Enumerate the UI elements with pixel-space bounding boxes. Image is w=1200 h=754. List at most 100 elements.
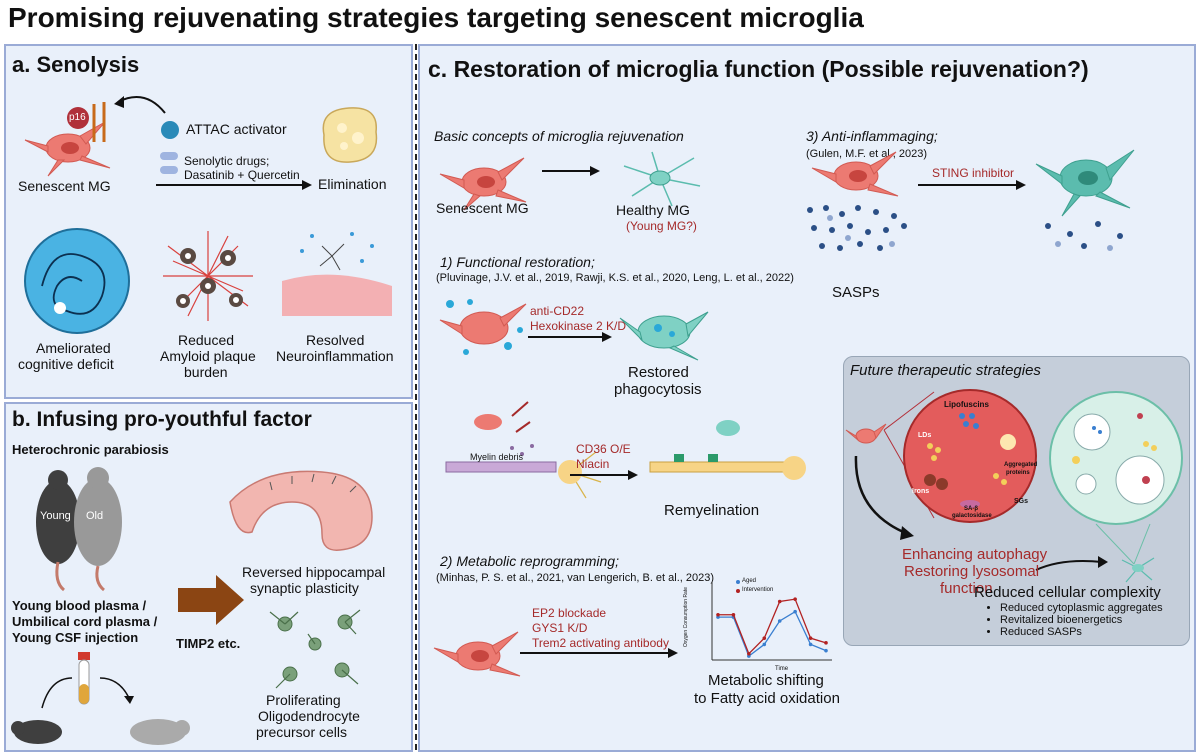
reduced-complexity-label: Reduced cellular complexity [974, 584, 1161, 601]
ocr-line-chart [711, 580, 832, 661]
anti-cd22-label: anti-CD22 [530, 304, 585, 318]
s2-title: 2) Metabolic reprogramming; [440, 553, 619, 569]
arrow-to-reduced [1035, 556, 1108, 571]
attac-label: ATTAC activator [186, 121, 287, 137]
blood-tube-icon [78, 652, 90, 705]
series-1-point-4 [777, 599, 782, 604]
sasp-dots-icon [807, 205, 907, 251]
panel-a-title: a. Senolysis [12, 52, 140, 77]
opc-cells-icon [269, 609, 361, 689]
trem2-label: Trem2 activating antibody [532, 636, 669, 650]
bullet-list: Reduced cytoplasmic aggregates Revitaliz… [986, 602, 1163, 638]
series-0-point-7 [824, 648, 828, 653]
gys1-label: GYS1 K/D [532, 621, 588, 635]
chart-xlabel: Time [775, 666, 789, 672]
p16-label: p16 [69, 112, 86, 123]
restored-line-1: Restored [628, 364, 689, 381]
curved-arrow-future [854, 455, 914, 540]
elimination-label: Elimination [318, 176, 387, 192]
sting-label: STING inhibitor [932, 166, 1015, 180]
series-1-point-6 [808, 636, 813, 640]
attac-activator-icon [161, 121, 179, 139]
irons-label: Irons [912, 488, 930, 495]
young-label: Young [40, 510, 71, 522]
rejuvenated-mg-icon [1035, 149, 1135, 217]
opc-line-2: Oligodendrocyte [258, 708, 360, 724]
outcome-2-line-2: Amyloid plaque [160, 348, 256, 364]
remyelination-label: Remyelination [664, 502, 760, 519]
hippo-line-1: Reversed hippocampal [242, 564, 386, 580]
p16-receptor-icon [67, 102, 106, 142]
old-label: Old [86, 510, 104, 522]
arrow-phago [528, 332, 612, 342]
arrow-metabolic [520, 648, 678, 658]
outcome-2-line-1: Reduced [178, 332, 235, 348]
legend-aged: Aged [742, 578, 757, 584]
lysosome-red-icon [903, 389, 1037, 523]
legend-intervention: Intervention [742, 587, 774, 593]
cd36-label: CD36 O/E [576, 442, 631, 456]
s1-title: 1) Functional restoration; [440, 254, 595, 270]
metabolic-mg-icon [433, 631, 521, 677]
restored-line-2: phagocytosis [614, 381, 702, 398]
ep2-label: EP2 blockade [532, 606, 607, 620]
future-title: Future therapeutic strategies [850, 362, 1041, 379]
series-1-point-3 [762, 636, 767, 640]
big-brown-arrow [178, 575, 244, 625]
bullet-2: Revitalized bioenergetics [1000, 614, 1163, 626]
series-1-point-2 [747, 651, 751, 656]
panel-a [4, 44, 413, 399]
sparse-sasp-dots [1045, 221, 1123, 251]
s3-refs: (Gulen, M.F. et al., 2023) [806, 148, 928, 160]
s2-refs: (Minhas, P. S. et al., 2021, van Lengeri… [436, 572, 715, 584]
bullet-1: Reduced cytoplasmic aggregates [1000, 602, 1163, 614]
legend-marker-0 [736, 580, 740, 584]
inflammaging-mg-icon [811, 151, 899, 197]
young-mg-label: (Young MG?) [626, 219, 697, 233]
series-1-point-1 [731, 612, 736, 617]
outcome-2-line-3: burden [184, 364, 228, 380]
arrow-sting [918, 180, 1026, 190]
legend-marker-1 [736, 589, 740, 593]
amyloid-plaque-icon [163, 231, 253, 321]
healthy-mg-icon [623, 151, 701, 207]
series-0-point-6 [808, 642, 813, 647]
remyelination-icon [649, 420, 806, 480]
maze-icon [24, 228, 130, 334]
series-0-point-5 [793, 609, 797, 614]
senescent-mg-label-c: Senescent MG [436, 200, 529, 216]
senescent-mg-label-a: Senescent MG [18, 178, 111, 194]
small-senescent-mg-icon [845, 423, 887, 444]
sab-label-1: SA-β [964, 506, 978, 512]
plasma-line-1: Young blood plasma / [12, 598, 147, 613]
metabolic-line-2: to Fatty acid oxidation [694, 690, 840, 707]
aggregated-label-1: Aggregated [1004, 462, 1038, 468]
panel-b [4, 402, 413, 752]
chart-ylabel: Oxygen Consumption Rate [683, 586, 690, 648]
sab-label-2: galactosidase [952, 513, 992, 519]
basic-concepts-label: Basic concepts of microglia rejuvenation [434, 128, 684, 144]
series-line-1 [718, 598, 827, 655]
sasps-label: SASPs [832, 284, 880, 301]
main-title: Promising rejuvenating strategies target… [8, 2, 864, 33]
bullet-3: Reduced SASPs [1000, 626, 1163, 638]
small-healthy-mg-icon [1121, 557, 1155, 583]
series-1-point-7 [824, 641, 828, 645]
sgs-label: SGs [1014, 498, 1029, 505]
outcome-3-line-1: Resolved [306, 332, 365, 348]
phagocytic-mg-icon [439, 299, 527, 355]
enhancing-line-2: Restoring lysosomal [904, 563, 1040, 580]
timp2-label: TIMP2 etc. [176, 636, 241, 651]
connector-lines-2 [1095, 523, 1151, 565]
s3-title: 3) Anti-inflammaging; [806, 128, 938, 144]
arrow-basic [542, 166, 600, 176]
lds-label: LDs [918, 432, 932, 439]
enhancing-line-3: function [940, 580, 993, 597]
restored-mg-icon [619, 311, 709, 361]
enhancing-line-1: Enhancing autophagy [902, 546, 1048, 563]
series-1-point-0 [716, 612, 720, 617]
opc-line-1: Proliferating [266, 692, 341, 708]
parabiosis-mice-icon [36, 467, 122, 592]
s1-refs: (Pluvinage, J.V. et al., 2019, Rawji, K.… [436, 272, 794, 284]
series-line-0 [718, 610, 827, 658]
